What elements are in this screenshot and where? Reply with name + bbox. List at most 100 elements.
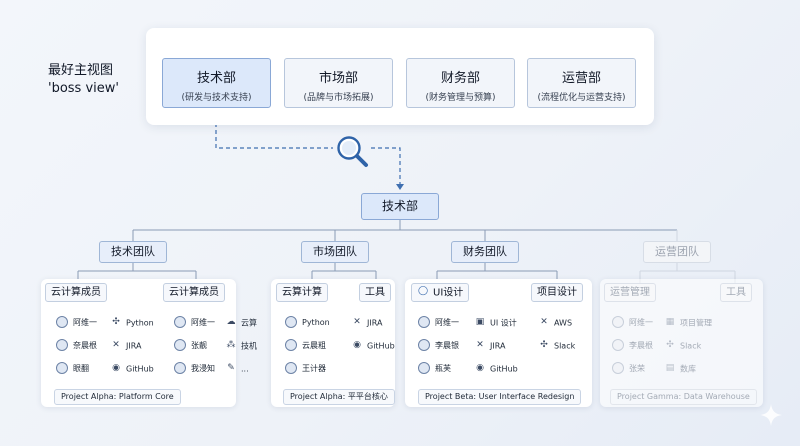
jira-icon: ✕	[476, 340, 484, 350]
group-operations-mgmt[interactable]: 运营管理	[604, 283, 656, 302]
member-name: 眼翻	[73, 364, 89, 373]
tool-name: 技机	[241, 341, 257, 351]
project-label-gamma[interactable]: Project Gamma: Data Warehouse	[610, 389, 757, 405]
dept-finance-name: 财务部	[440, 71, 480, 86]
group-cloud-members-1[interactable]: 云计算成员	[45, 283, 107, 302]
team-tech[interactable]: 技术团队	[99, 241, 167, 263]
member-name: 奈晨根	[73, 341, 97, 350]
dept-marketing-sub: (品牌与市场拓展)	[303, 93, 374, 103]
focus-node-tech[interactable]: 技术部	[361, 193, 439, 220]
tool-row[interactable]: ◉ GitHub	[351, 339, 395, 353]
avatar-icon	[174, 361, 186, 374]
tool-row[interactable]: ✕ JIRA	[110, 339, 141, 353]
group-project-design[interactable]: 项目设计	[531, 283, 583, 302]
tool-row[interactable]: ✣Slack	[664, 339, 701, 353]
circle-icon: ◯	[417, 286, 429, 296]
tool-row[interactable]: ⁂技机	[225, 339, 258, 353]
tool-row[interactable]: ☁云算	[225, 316, 258, 330]
github-icon: ◉	[353, 340, 361, 350]
project-label-alpha[interactable]: Project Alpha: Platform Core	[54, 389, 181, 405]
tool-row[interactable]: ✎...	[225, 362, 248, 376]
dept-marketing-name: 市场部	[318, 71, 358, 86]
tool-row[interactable]: ◉ GitHub	[474, 362, 518, 376]
tool-row[interactable]: ▦项目管理	[664, 316, 712, 330]
boss-view-label: 最好主视图 'boss view'	[48, 62, 119, 98]
tool-name: GitHub	[126, 364, 154, 374]
dept-tech[interactable]: 技术部 (研发与技术支持)	[162, 58, 271, 108]
member-name: Python	[302, 318, 330, 327]
member-row[interactable]: 李晨根	[612, 338, 653, 353]
tool-name: Python	[126, 318, 154, 328]
member-row[interactable]: Python	[285, 315, 330, 330]
group-ui-design-label: UI设计	[433, 287, 464, 299]
member-row[interactable]: 张荣	[612, 361, 645, 376]
member-row[interactable]: 王计器	[285, 361, 326, 376]
tool-name: 项目管理	[680, 318, 712, 328]
tool-row[interactable]: ✣Slack	[538, 339, 575, 353]
jira-icon: ✕	[353, 317, 361, 327]
avatar-icon	[174, 315, 186, 328]
group-cloud-compute[interactable]: 云算计算	[276, 283, 328, 302]
tool-name: AWS	[554, 318, 573, 328]
member-row[interactable]: 阿维一	[174, 315, 215, 330]
group-cloud-members-2[interactable]: 云计算成员	[163, 283, 225, 302]
member-row[interactable]: 我浸知	[174, 361, 215, 376]
tool-name: 数库	[680, 364, 696, 374]
python-icon: ✣	[112, 317, 120, 327]
member-row[interactable]: 阿维一	[612, 315, 653, 330]
slack-icon: ✣	[666, 340, 674, 350]
member-row[interactable]: 奈晨根	[56, 338, 97, 353]
member-row[interactable]: 云晨粗	[285, 338, 326, 353]
tool-name: GitHub	[367, 341, 395, 351]
tool-row[interactable]: ◉GitHub	[110, 362, 154, 376]
project-label-beta[interactable]: Project Beta: User Interface Redesign	[418, 389, 582, 405]
tool-row[interactable]: ✕ AWS	[538, 316, 572, 330]
avatar-icon	[285, 315, 297, 328]
boss-label-cn: 最好主视图	[48, 63, 114, 78]
team-marketing[interactable]: 市场团队	[301, 241, 369, 263]
avatar-icon	[285, 338, 297, 351]
member-name: 王计器	[302, 364, 326, 373]
tool-row[interactable]: ✣ Python	[110, 316, 154, 330]
tool-row[interactable]: ▣UI 设计	[474, 316, 517, 330]
member-row[interactable]: 张靓	[174, 338, 207, 353]
member-row[interactable]: 瓶芙	[418, 361, 451, 376]
avatar-icon	[612, 338, 624, 351]
member-name: 我浸知	[191, 364, 215, 373]
avatar-icon	[418, 315, 430, 328]
tool-name: GitHub	[490, 364, 518, 374]
magnifier-icon[interactable]	[333, 133, 371, 171]
member-name: 阿维一	[435, 318, 459, 327]
tool-row[interactable]: ✕JIRA	[351, 316, 382, 330]
dept-operations[interactable]: 运营部 (流程优化与运营支持)	[527, 58, 636, 108]
member-row[interactable]: 眼翻	[56, 361, 89, 376]
dept-marketing[interactable]: 市场部 (品牌与市场拓展)	[284, 58, 393, 108]
dept-finance[interactable]: 财务部 (财务管理与预算)	[406, 58, 515, 108]
member-name: 张荣	[629, 364, 645, 373]
member-row[interactable]: 阿维一	[418, 315, 459, 330]
group-ops-tools-tag[interactable]: 工具	[720, 283, 752, 302]
member-name: 李晨银	[435, 341, 459, 350]
project-label-alpha-cn[interactable]: Project Alpha: 平平台核心	[283, 389, 395, 405]
member-row[interactable]: 李晨银	[418, 338, 459, 353]
tool-row[interactable]: ▤数库	[664, 362, 696, 376]
avatar-icon	[612, 361, 624, 374]
slack-icon: ✣	[540, 340, 548, 350]
aws-icon: ✕	[540, 317, 548, 327]
avatar-icon	[285, 361, 297, 374]
tool-row[interactable]: ✕JIRA	[474, 339, 505, 353]
member-name: 阿维一	[73, 318, 97, 327]
team-operations[interactable]: 运营团队	[643, 241, 711, 263]
tool-name: JIRA	[126, 341, 142, 351]
group-tools-tag[interactable]: 工具	[359, 283, 391, 302]
team-finance[interactable]: 财务团队	[451, 241, 519, 263]
member-row[interactable]: 阿维一	[56, 315, 97, 330]
jira-icon: ✕	[112, 340, 120, 350]
avatar-icon	[612, 315, 624, 328]
member-name: 李晨根	[629, 341, 653, 350]
avatar-icon	[174, 338, 186, 351]
github-icon: ◉	[476, 363, 484, 373]
avatar-icon	[56, 338, 68, 351]
group-ui-design[interactable]: ◯ UI设计	[411, 283, 470, 302]
tool-name: UI 设计	[490, 318, 517, 328]
